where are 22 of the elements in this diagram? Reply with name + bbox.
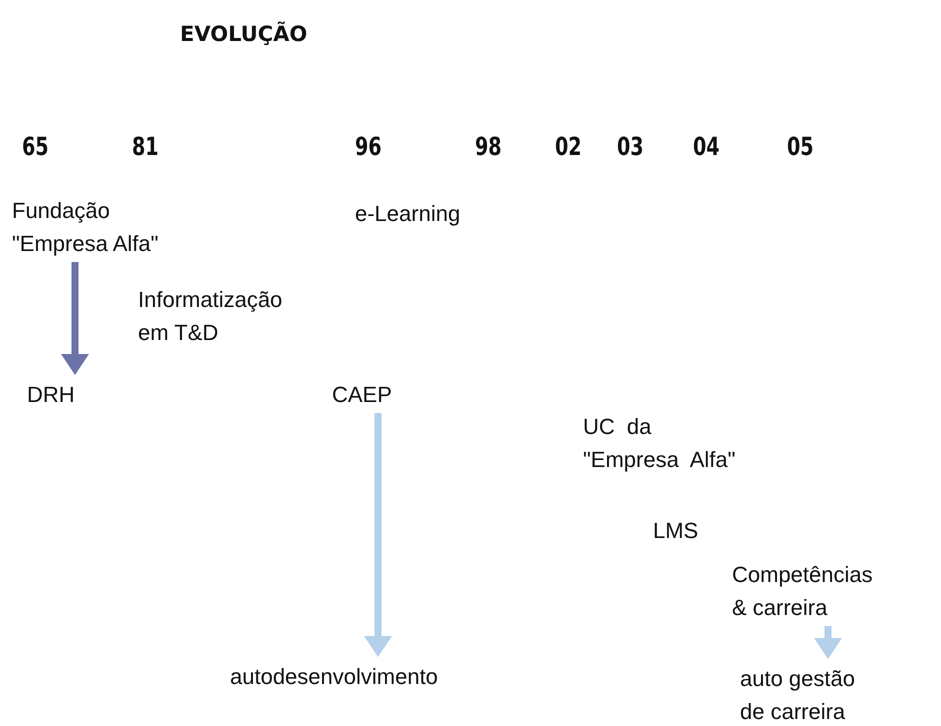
milestone-text: LMS — [653, 514, 733, 547]
milestone-text: Fundação "Empresa Alfa" — [12, 194, 197, 260]
milestone-text: Competências & carreira — [732, 558, 882, 624]
arrow — [814, 626, 842, 659]
arrow — [61, 262, 89, 375]
milestone-text: auto gestão de carreira — [740, 662, 880, 726]
year-label: 02 — [555, 132, 582, 161]
year-label: 03 — [617, 132, 644, 161]
milestone-text: autodesenvolvimento — [230, 660, 490, 693]
year-label: 96 — [355, 132, 382, 161]
year-label: 81 — [132, 132, 159, 161]
milestone-text: CAEP — [332, 378, 422, 411]
year-label: 04 — [693, 132, 720, 161]
title: EVOLUÇÃO — [180, 22, 308, 46]
year-label: 05 — [787, 132, 814, 161]
arrow — [364, 413, 392, 657]
milestone-text: UC da "Empresa Alfa" — [583, 410, 757, 476]
milestone-text: DRH — [27, 378, 107, 411]
milestone-text: e-Learning — [355, 197, 505, 230]
year-label: 65 — [22, 132, 49, 161]
milestone-text: Informatização em T&D — [138, 283, 313, 349]
year-label: 98 — [475, 132, 502, 161]
